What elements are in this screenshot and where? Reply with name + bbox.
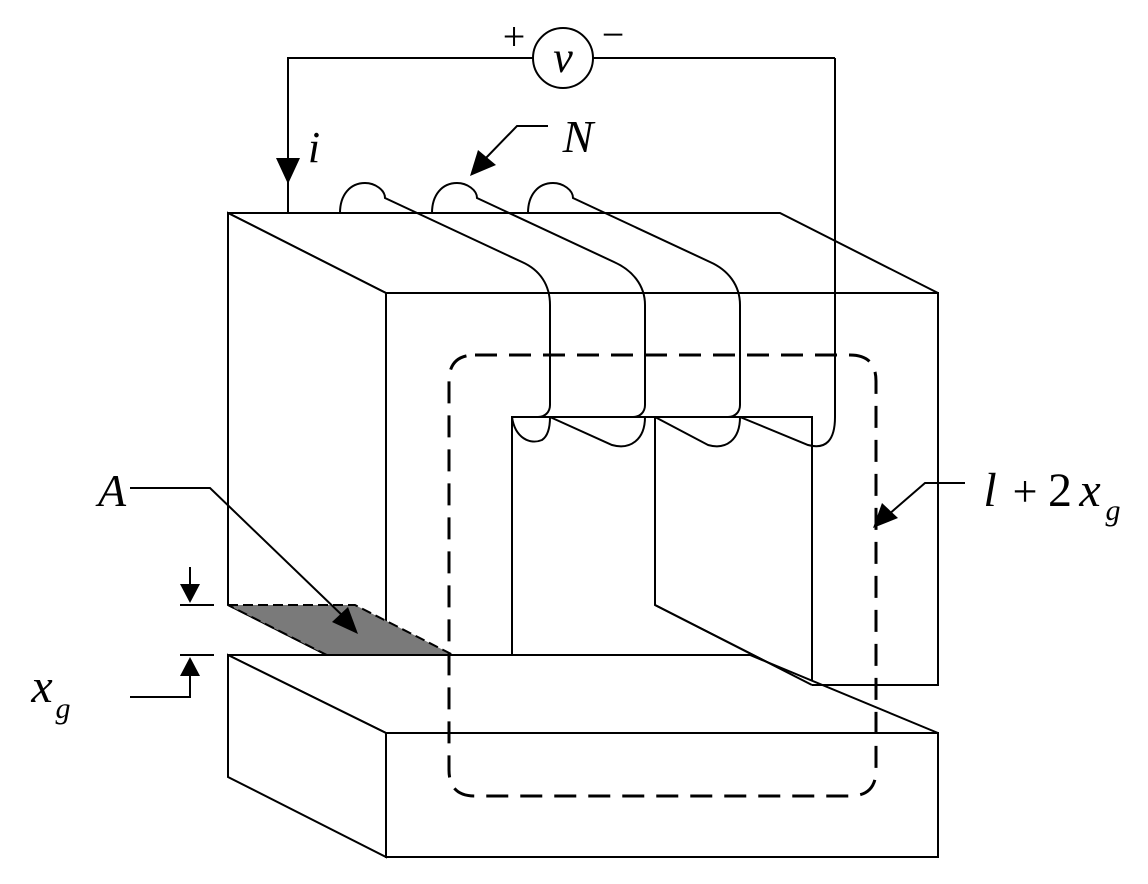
turns-label: N: [562, 111, 596, 162]
coil-turn-2: [431, 181, 646, 418]
current-arrow-icon: [276, 158, 300, 184]
area-arrow-icon: [332, 607, 358, 634]
gap-label: x: [30, 660, 52, 713]
turns-leader: [483, 125, 548, 161]
gap-bottom-arrow-icon: [180, 657, 200, 676]
area-label: A: [95, 465, 127, 516]
i-core: [227, 653, 939, 859]
voltage-source: [532, 27, 594, 89]
path-x: x: [1078, 464, 1100, 517]
voltage-plus: +: [503, 14, 526, 59]
gap-bottom-arrow-shaft: [130, 672, 191, 698]
area-leader: [130, 487, 346, 619]
coil-turn-1: [339, 181, 551, 418]
path-leader: [887, 482, 965, 516]
current-label: i: [308, 123, 320, 172]
gap-annotation: x g: [30, 567, 214, 725]
path-two: 2: [1048, 464, 1072, 517]
area-annotation: A: [95, 465, 358, 634]
path-l: l: [983, 464, 996, 517]
right-leg-inner-diagonal: [654, 604, 813, 686]
coil-turn-4-inner: [739, 58, 836, 448]
turns-annotation: N: [470, 111, 596, 176]
path-x-subscript: g: [1106, 494, 1121, 527]
coil-windings: [339, 58, 836, 448]
voltage-minus: −: [602, 12, 625, 57]
wire-left: [287, 57, 533, 213]
u-core: [227, 211, 939, 687]
path-length-annotation: l + 2 x g: [873, 464, 1121, 528]
gap-label-subscript: g: [56, 692, 71, 725]
turns-arrow-icon: [470, 150, 496, 176]
circuit: v + − i: [276, 12, 835, 213]
path-plus: +: [1013, 467, 1038, 516]
coil-turn-3-inner: [654, 416, 741, 448]
voltage-label: v: [553, 33, 573, 82]
coil-turn-3: [527, 181, 741, 418]
gap-top-arrow-icon: [180, 584, 200, 603]
coil-turn-1-inner: [511, 416, 551, 443]
path-arrow-icon: [873, 503, 898, 528]
coil-turn-2-inner: [549, 416, 646, 448]
